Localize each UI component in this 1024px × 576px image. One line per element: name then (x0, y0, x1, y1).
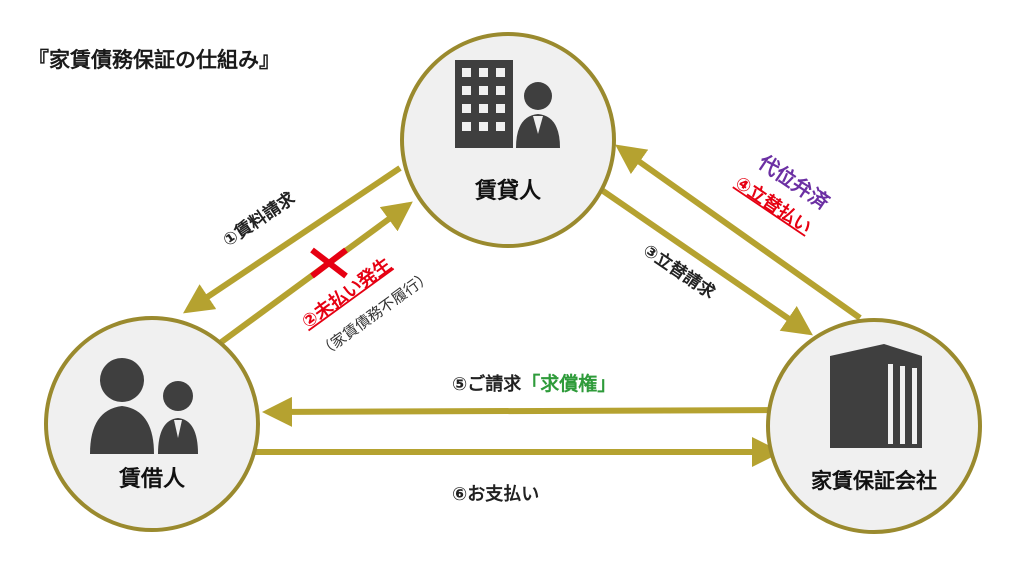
arrow-claim (262, 396, 783, 427)
label-non-payment: ②未払い発生 (297, 253, 395, 333)
node-tenant: 賃借人 (44, 316, 260, 532)
arrow-advance-request (588, 179, 813, 336)
label-claim-group: ⑤ご請求「求償権」 (452, 372, 616, 395)
arrow-rent-request (183, 165, 402, 314)
node-lessor: 賃貸人 (400, 32, 616, 248)
label-recourse: 「求償権」 (521, 372, 616, 395)
cross-mark-icon (310, 247, 348, 279)
label-payment: ⑥お支払い (452, 483, 539, 505)
office-building-person-icon (455, 60, 560, 148)
corporate-building-icon (830, 344, 922, 448)
node-guarantor-label: 家賃保証会社 (811, 469, 937, 493)
two-people-icon (90, 358, 198, 454)
node-tenant-label: 賃借人 (118, 467, 185, 492)
arrow-advance-payment (615, 144, 862, 321)
node-guarantor: 家賃保証会社 (766, 318, 982, 534)
diagram-title: 『家賃債務保証の仕組み』 (28, 48, 280, 72)
label-claim: ⑤ご請求 (452, 373, 522, 395)
label-advance-request: ③立替請求 (639, 240, 719, 303)
node-lessor-label: 賃貸人 (474, 178, 541, 204)
